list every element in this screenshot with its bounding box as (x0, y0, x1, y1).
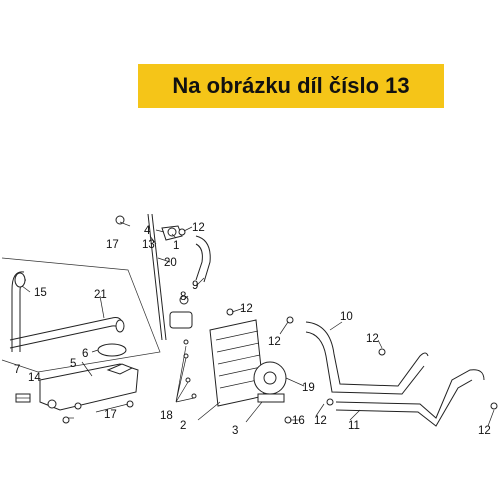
callout-11: 11 (348, 420, 360, 432)
callout-10: 10 (340, 311, 353, 323)
clip-part-14 (15, 393, 31, 403)
callout-1: 1 (173, 240, 179, 252)
callout-12-hose11: 12 (314, 415, 327, 427)
cooling-fan-part-3 (253, 361, 287, 403)
callout-12-top: 12 (192, 222, 205, 234)
callout-17-top: 17 (106, 239, 119, 251)
callout-16: 16 (292, 415, 305, 427)
clamp-12-top-icon (178, 228, 186, 236)
callout-2: 2 (180, 420, 186, 432)
part-number-banner: Na obrázku díl číslo 13 (138, 64, 444, 108)
hose-part-10 (305, 321, 429, 395)
coolant-reservoir-part-5 (39, 363, 139, 411)
bolt-17-left-icon (62, 416, 70, 424)
callout-14: 14 (28, 372, 41, 384)
callout-5: 5 (70, 358, 76, 370)
callout-12-right: 12 (478, 425, 491, 437)
reservoir-cap-part-6 (97, 343, 127, 357)
callout-20: 20 (164, 257, 177, 269)
callout-17-bottom: 17 (104, 409, 117, 421)
bolt-18-d-icon (191, 393, 197, 399)
overflow-pipe-part-13 (147, 213, 167, 341)
callout-4: 4 (144, 225, 151, 237)
bolt-18-c-icon (185, 377, 191, 383)
callout-9: 9 (192, 280, 198, 292)
callout-8: 8 (180, 291, 186, 303)
hose-part-9 (195, 235, 211, 283)
hose-part-21 (9, 317, 125, 349)
clamp-12-hose10-icon (378, 348, 386, 356)
clamp-12-mid-icon (286, 316, 294, 324)
thermostat-part-8 (169, 295, 193, 329)
clamp-12-hose11-icon (326, 398, 334, 406)
leader-lines (21, 221, 495, 427)
callout-3: 3 (232, 425, 238, 437)
callout-12-center: 12 (240, 303, 253, 315)
callout-labels: 1 2 3 4 5 6 7 8 9 10 11 12 12 12 12 12 1… (14, 222, 491, 437)
callout-6: 6 (82, 348, 88, 360)
filler-cap-part-4 (161, 225, 183, 241)
callout-12-hose10: 12 (366, 333, 379, 345)
hose-part-15 (11, 271, 27, 352)
callout-7: 7 (14, 364, 20, 376)
callout-18: 18 (160, 410, 173, 422)
callout-19: 19 (302, 382, 315, 394)
group-outline-frame (1, 257, 161, 373)
bolt-17-top-icon (115, 215, 125, 225)
callout-12-mid: 12 (268, 336, 281, 348)
hose-part-11 (335, 369, 485, 427)
callout-15: 15 (34, 287, 47, 299)
bolt-18-a-icon (183, 339, 189, 345)
callout-21: 21 (94, 289, 107, 301)
banner-text: Na obrázku díl číslo 13 (172, 73, 410, 98)
radiator-part-2 (209, 319, 265, 407)
callout-13: 13 (142, 239, 155, 251)
bolt-12-right-icon (490, 402, 498, 410)
